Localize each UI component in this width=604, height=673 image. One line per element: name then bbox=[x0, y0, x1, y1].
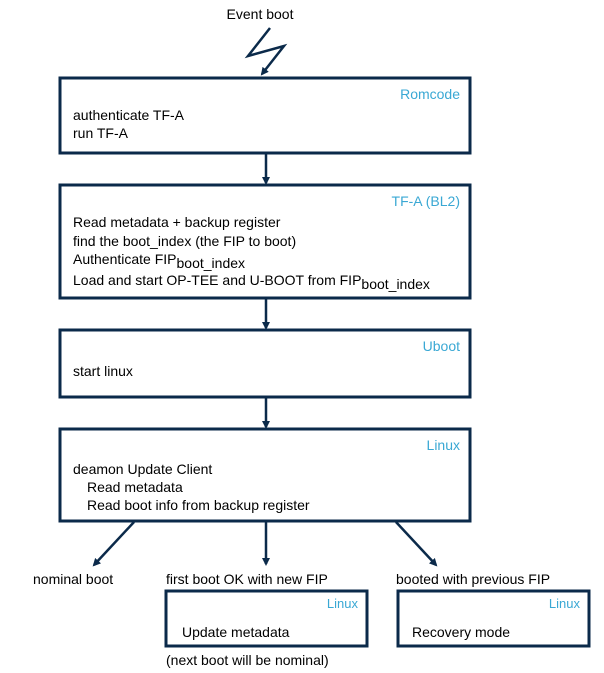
recovery-stage-label: Linux bbox=[548, 596, 580, 611]
branch-previous-label: booted with previous FIP bbox=[396, 571, 551, 587]
arrow-to-nominal bbox=[92, 521, 135, 567]
event-boot-label: Event boot bbox=[226, 6, 294, 22]
branch-first-boot-label: first boot OK with new FIP bbox=[166, 571, 328, 587]
tfa-line-3-main: Authenticate FIP bbox=[73, 251, 177, 267]
linux-box bbox=[58, 427, 472, 523]
recovery-box bbox=[396, 589, 591, 648]
branch-nominal-label: nominal boot bbox=[33, 571, 114, 587]
tfa-stage-label: TF-A (BL2) bbox=[391, 193, 460, 209]
uboot-line-1: start linux bbox=[73, 363, 133, 379]
lightning-bolt-icon bbox=[244, 27, 288, 76]
linux-line-1: deamon Update Client bbox=[73, 461, 213, 477]
romcode-stage-label: Romcode bbox=[400, 86, 460, 102]
linux-line-2: Read metadata bbox=[87, 479, 183, 495]
update-stage-label: Linux bbox=[326, 596, 358, 611]
update-note: (next boot will be nominal) bbox=[166, 652, 329, 668]
romcode-line-2: run TF-A bbox=[73, 125, 128, 141]
romcode-line-1: authenticate TF-A bbox=[73, 107, 185, 123]
update-metadata-text: Update metadata bbox=[182, 624, 290, 640]
uboot-stage-label: Uboot bbox=[422, 338, 460, 354]
arrow-to-previous bbox=[395, 521, 438, 567]
tfa-line-1: Read metadata + backup register bbox=[73, 214, 281, 230]
linux-line-3: Read boot info from backup register bbox=[87, 497, 310, 513]
tfa-line-4-subscript: boot_index bbox=[361, 276, 430, 292]
tfa-line-4-main: Load and start OP-TEE and U-BOOT from FI… bbox=[73, 272, 362, 288]
linux-stage-label: Linux bbox=[426, 437, 460, 453]
tfa-line-3: Authenticate FIPboot_index bbox=[73, 251, 246, 271]
tfa-line-4: Load and start OP-TEE and U-BOOT from FI… bbox=[73, 272, 430, 292]
recovery-mode-text: Recovery mode bbox=[412, 624, 511, 640]
update-box bbox=[164, 589, 369, 648]
tfa-line-2: find the boot_index (the FIP to boot) bbox=[73, 233, 297, 249]
tfa-line-3-subscript: boot_index bbox=[176, 255, 246, 271]
